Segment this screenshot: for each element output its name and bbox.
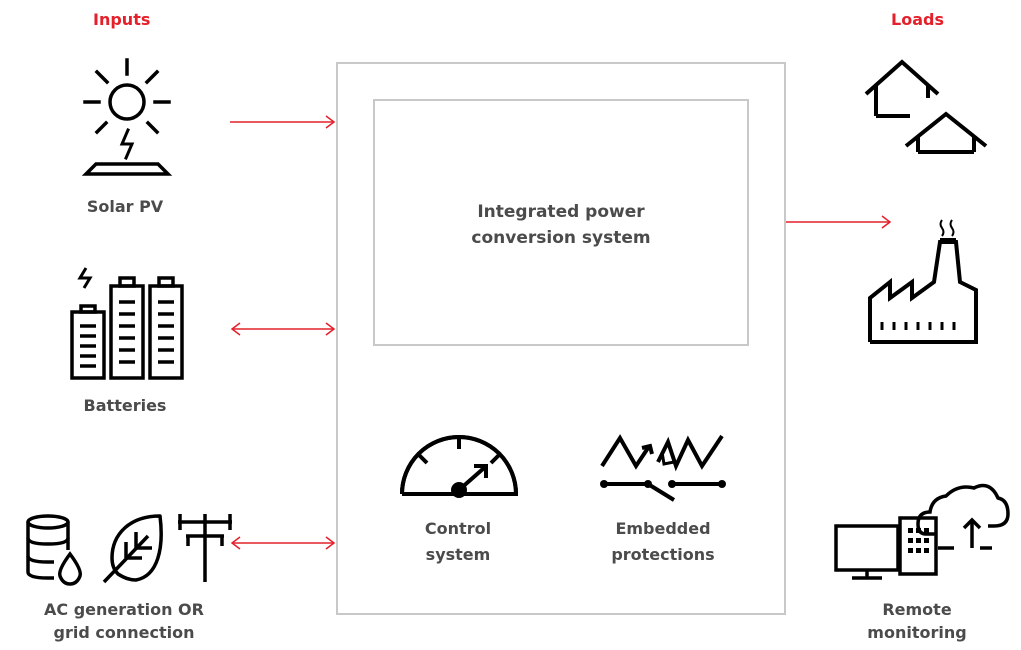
control-system-label-line2: system (425, 545, 491, 564)
power-conversion-box (373, 99, 749, 346)
embedded-protections-label-line2: protections (611, 545, 715, 564)
solar-pv-label: Solar PV (86, 197, 164, 216)
inputs-heading: Inputs (93, 10, 151, 29)
remote-monitoring-label-line1: Remote (882, 600, 952, 619)
ac-generation-label-line2: grid connection (53, 623, 195, 642)
loads-arrow (786, 214, 896, 230)
gauge-icon (398, 428, 520, 500)
solar-panel-icon (81, 58, 173, 176)
loads-heading: Loads (891, 10, 944, 29)
power-pole-icon (176, 512, 234, 584)
ac-generation-label-line1: AC generation OR (44, 600, 204, 619)
leaf-icon (100, 512, 168, 584)
embedded-protections-label-line1: Embedded (615, 519, 711, 538)
solar-arrow (230, 114, 338, 130)
protections-icon (598, 432, 728, 502)
power-system-outer-box (336, 62, 786, 615)
control-system-label-line1: Control (424, 519, 492, 538)
factory-icon (868, 218, 978, 344)
batteries-label: Batteries (83, 396, 167, 415)
ac-grid-bidirectional-arrow (230, 535, 338, 551)
remote-monitoring-label-line2: monitoring (867, 623, 967, 642)
database-droplet-icon (24, 514, 92, 586)
batteries-icon (70, 266, 186, 382)
houses-icon (864, 56, 988, 156)
batteries-bidirectional-arrow (230, 321, 338, 337)
power-conversion-title-line1: Integrated power (477, 202, 645, 222)
remote-monitoring-icon (834, 478, 1010, 584)
power-conversion-title-line2: conversion system (471, 228, 651, 248)
